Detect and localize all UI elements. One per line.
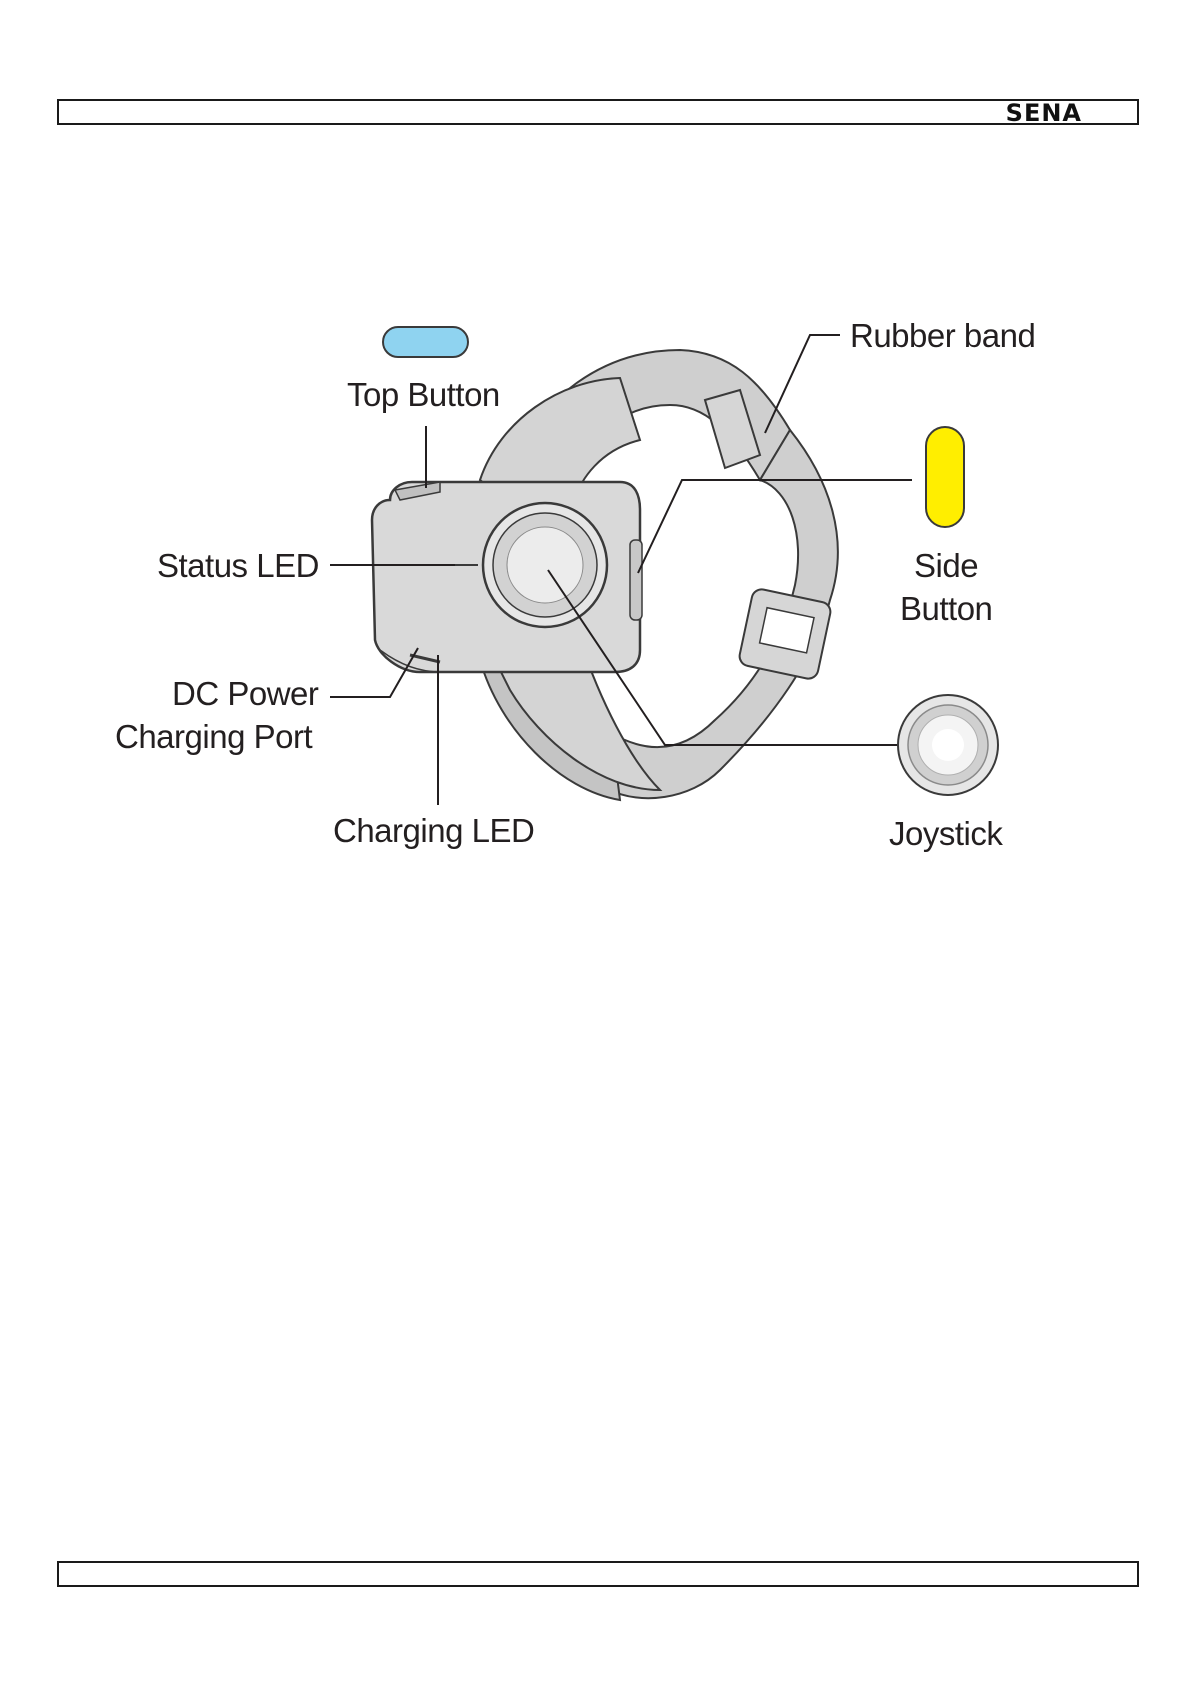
charging-led-label: Charging LED	[333, 812, 534, 849]
joystick-label: Joystick	[889, 815, 1003, 852]
top-button-icon	[383, 327, 468, 357]
side-button-label-line1: Side	[914, 547, 978, 584]
status-led-label: Status LED	[157, 547, 319, 584]
footer-bar	[57, 1561, 1139, 1587]
device-joystick	[483, 503, 607, 627]
rubber-band-label: Rubber band	[850, 317, 1035, 354]
joystick-icon	[898, 695, 998, 795]
dc-power-label-line1: DC Power	[172, 675, 319, 712]
side-button-label-line2: Button	[900, 590, 992, 627]
top-button-label: Top Button	[347, 376, 500, 413]
side-button-icon	[926, 427, 964, 527]
dc-power-label-line2: Charging Port	[115, 718, 312, 755]
